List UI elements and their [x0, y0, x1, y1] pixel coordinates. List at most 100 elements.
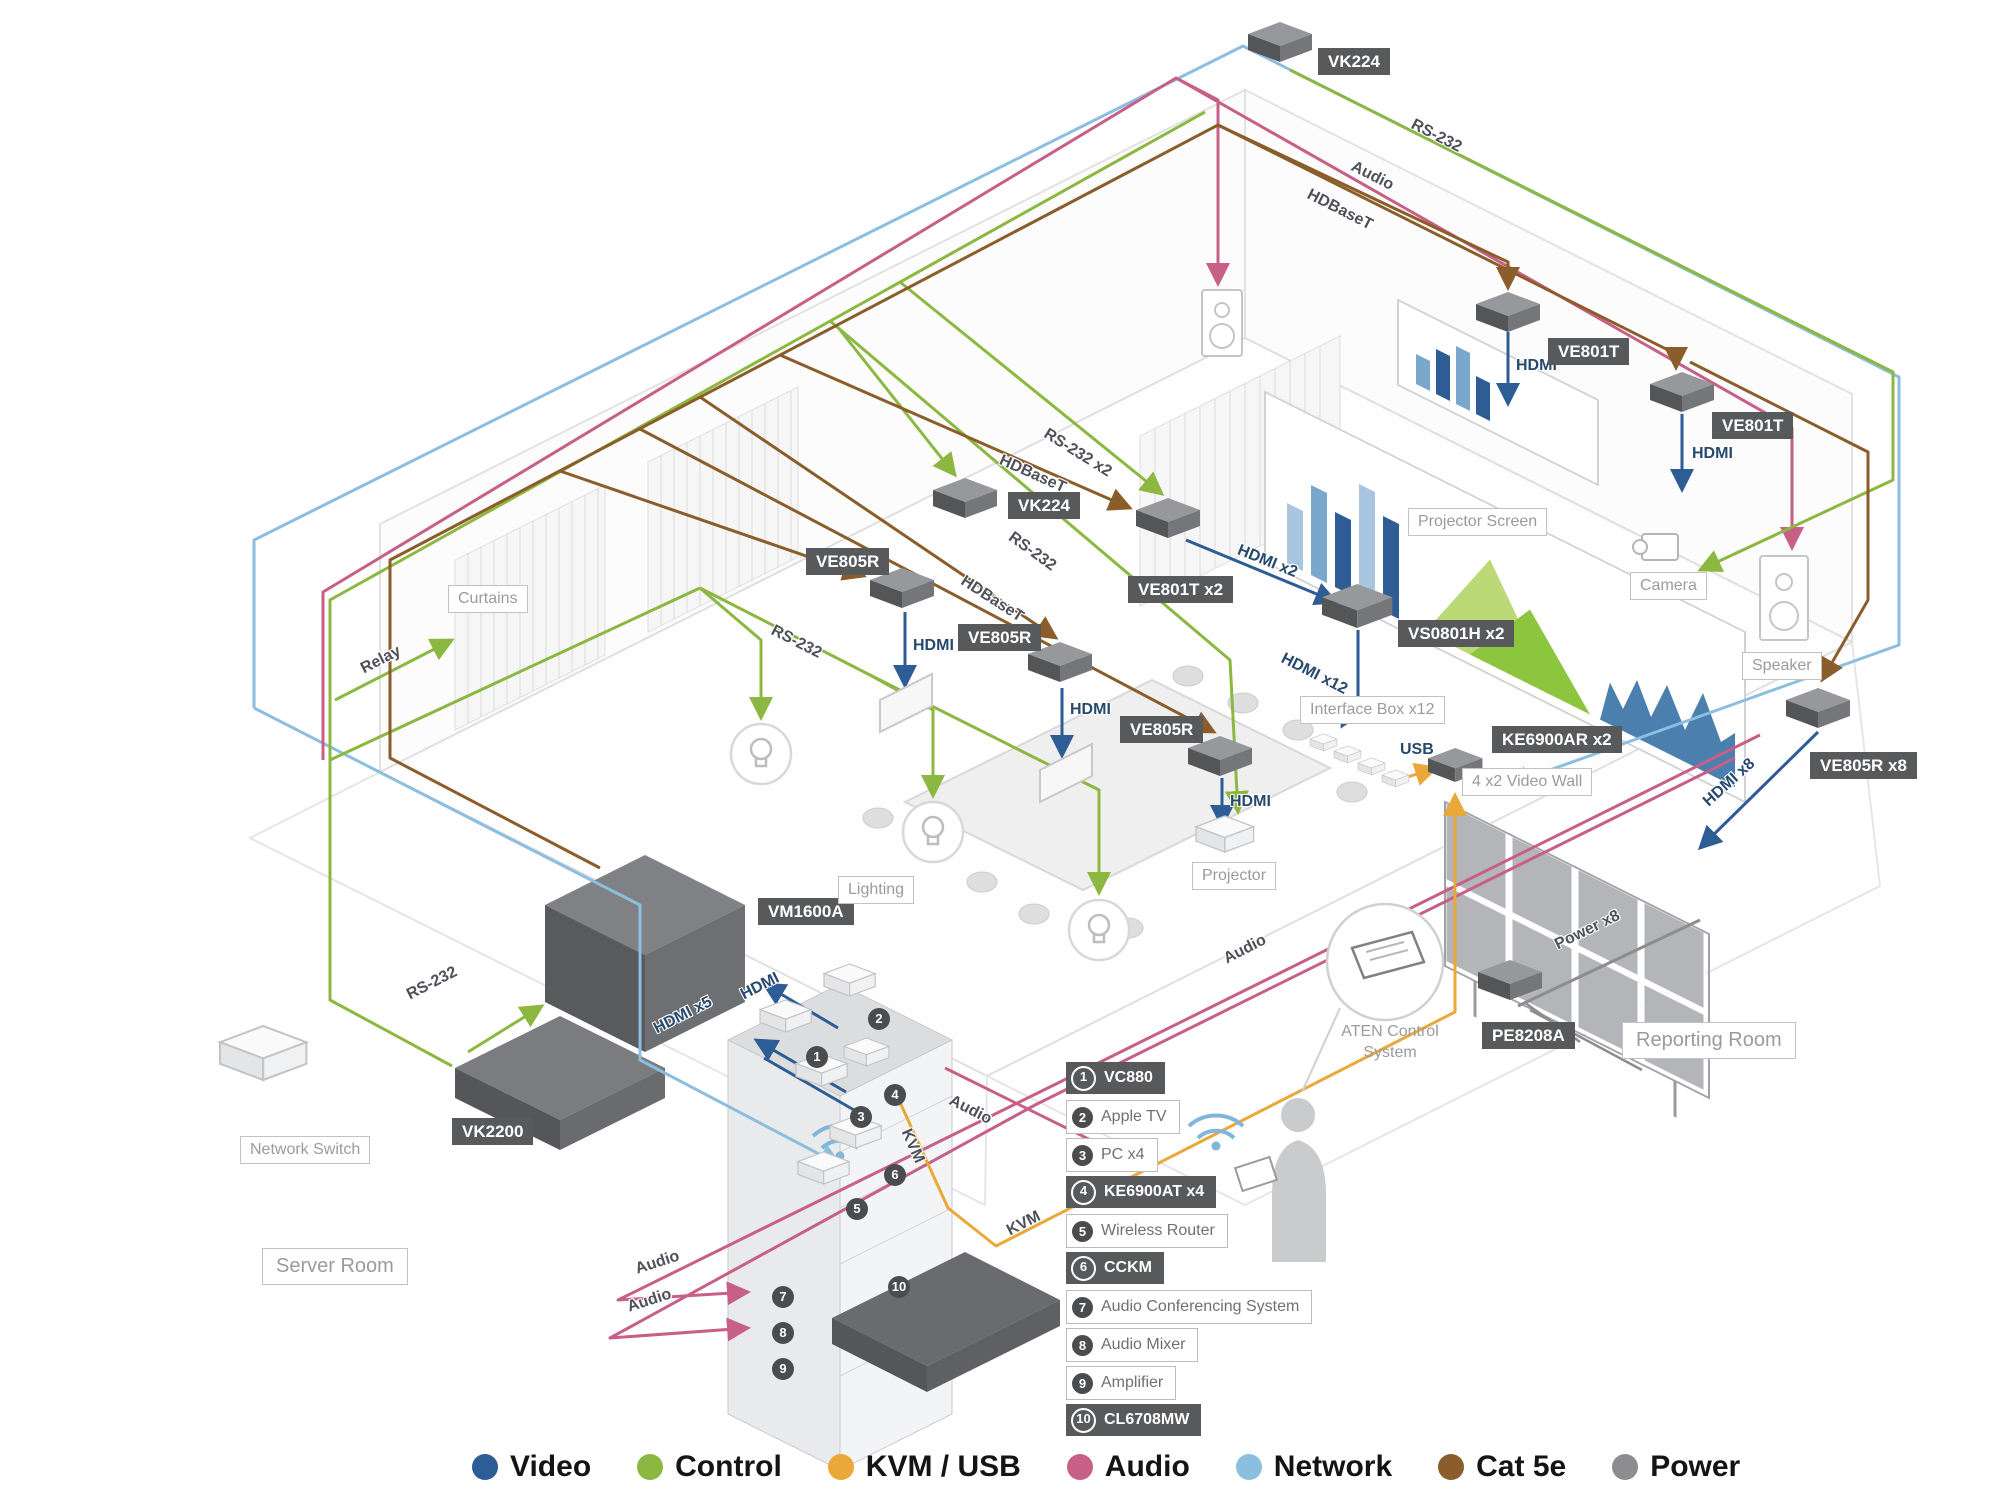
item-number: 8 — [1072, 1334, 1093, 1356]
rack-marker-10: 10 — [888, 1276, 910, 1298]
device-badge-vk224-top: VK224 — [1318, 48, 1390, 76]
room-label-aten-control-system: ATEN Control System — [1341, 1023, 1439, 1061]
room-label-camera: Camera — [1630, 572, 1707, 600]
item-label: Audio Conferencing System — [1101, 1298, 1300, 1316]
device-badge-ve805r-x8: VE805R x8 — [1810, 752, 1917, 780]
kvm-usb-color-dot — [827, 1454, 854, 1480]
legend-label: Control — [675, 1450, 782, 1483]
ve805r-x8-device — [1786, 688, 1850, 728]
item-number: 4 — [1071, 1179, 1096, 1205]
device-badge-pe8208a: PE8208A — [1482, 1022, 1575, 1050]
legend-item-video: Video — [472, 1452, 591, 1482]
item-number: 1 — [1071, 1065, 1096, 1091]
legend-item-power: Power — [1612, 1452, 1740, 1482]
display-icon-1 — [879, 672, 933, 734]
cable-label-hdmi-1: HDMI — [1516, 357, 1557, 374]
legend-label: KVM / USB — [865, 1450, 1021, 1483]
item-label: VC880 — [1104, 1069, 1153, 1087]
item-label: KE6900AT x4 — [1104, 1183, 1205, 1201]
item-number: 6 — [1071, 1255, 1096, 1281]
device-badge-ve805r-2: VE805R — [958, 624, 1042, 652]
item-label: Audio Mixer — [1101, 1336, 1186, 1354]
legend-item-kvm-usb: KVM / USB — [827, 1450, 1021, 1483]
cable-label-usb: USB — [1400, 741, 1434, 758]
device-badge-ve801t-1: VE801T — [1548, 338, 1630, 366]
item-label: PC x4 — [1101, 1146, 1145, 1164]
cable-label-hdmi-4: HDMI — [1070, 701, 1111, 718]
control-color-dot — [637, 1454, 664, 1480]
rack-marker-5: 5 — [846, 1198, 868, 1220]
device-badge-vm1600a: VM1600A — [758, 898, 854, 926]
conference-table — [862, 665, 1368, 939]
room-label-network-switch: Network Switch — [240, 1136, 371, 1164]
cable-label-hdmi-2: HDMI — [1692, 445, 1733, 462]
device-badge-ke6900ar: KE6900AR x2 — [1492, 726, 1622, 754]
cable-label-hdmi-5: HDMI — [1230, 793, 1271, 810]
device-badge-ve805r-1: VE805R — [806, 548, 890, 576]
rack-marker-3: 3 — [850, 1106, 872, 1128]
audio-color-dot — [1066, 1454, 1093, 1480]
cat5e-color-dot — [1438, 1454, 1465, 1480]
lighting-bulb-icon-3 — [1067, 898, 1131, 962]
lighting-bulb-icon-2 — [901, 800, 965, 864]
legend-label: Network — [1273, 1450, 1393, 1483]
rack-marker-1: 1 — [806, 1046, 828, 1068]
room-label-curtains: Curtains — [448, 585, 528, 613]
device-badge-vk224-mid: VK224 — [1008, 492, 1080, 520]
item-number: 9 — [1072, 1372, 1093, 1394]
device-badge-vk2200: VK2200 — [452, 1118, 534, 1146]
legend-item-control: Control — [637, 1452, 782, 1482]
rack-marker-8: 8 — [772, 1322, 794, 1344]
video-wall-icon — [1443, 799, 1710, 1118]
device-badge-ve801t-2: VE801T — [1712, 412, 1794, 440]
room-label-speaker: Speaker — [1742, 652, 1822, 680]
network-color-dot — [1235, 1454, 1262, 1480]
equipment-list-item-9: 9 Amplifier — [1066, 1366, 1177, 1400]
speaker-top-icon — [1201, 289, 1243, 357]
room-label-server-room: Server Room — [262, 1248, 408, 1285]
cl6708mw-device — [832, 1252, 1060, 1392]
legend-item-audio: Audio — [1066, 1450, 1190, 1483]
item-number: 10 — [1071, 1407, 1096, 1433]
item-label: Amplifier — [1101, 1374, 1164, 1392]
server-rack — [726, 983, 954, 1471]
display-icon-2 — [1039, 742, 1093, 804]
legend-label: Audio — [1104, 1450, 1190, 1483]
legend-item-cat5e: Cat 5e — [1438, 1452, 1566, 1482]
device-badge-ve801t-x2: VE801T x2 — [1128, 576, 1234, 604]
rack-marker-9: 9 — [772, 1358, 794, 1380]
person-icon — [1233, 1098, 1326, 1262]
room-label-reporting-room: Reporting Room — [1622, 1022, 1796, 1059]
lighting-bulb-icon-1 — [729, 722, 793, 786]
equipment-list-item-1: 1 VC880 — [1066, 1062, 1165, 1094]
vk224-top-device — [1248, 22, 1312, 62]
room-label-video-wall: 4 x2 Video Wall — [1462, 768, 1593, 796]
cable-label-hdmi-3: HDMI — [913, 637, 954, 654]
equipment-list-item-10: 10 CL6708MW — [1066, 1404, 1202, 1436]
color-legend: Video Control KVM / USB Audio Network Ca… — [472, 1452, 1740, 1482]
room-label-projector: Projector — [1192, 862, 1277, 890]
rack-marker-7: 7 — [772, 1286, 794, 1308]
item-label: CL6708MW — [1104, 1411, 1190, 1429]
legend-item-network: Network — [1235, 1450, 1393, 1483]
equipment-list-item-4: 4 KE6900AT x4 — [1066, 1176, 1217, 1208]
rack-marker-2: 2 — [868, 1008, 890, 1030]
room-label-interface-box: Interface Box x12 — [1300, 696, 1445, 724]
wifi-icon-person — [1187, 1113, 1245, 1151]
video-color-dot — [472, 1454, 498, 1480]
aten-control-circle — [1301, 902, 1445, 1093]
speaker-right-icon — [1759, 555, 1809, 641]
room-label-lighting: Lighting — [838, 876, 915, 904]
legend-label: Cat 5e — [1476, 1450, 1567, 1483]
legend-label: Video — [510, 1450, 592, 1483]
device-badge-vs0801h: VS0801H x2 — [1398, 620, 1515, 648]
item-number: 3 — [1072, 1144, 1093, 1166]
rack-marker-6: 6 — [884, 1164, 906, 1186]
legend-label: Power — [1650, 1450, 1741, 1483]
equipment-list-item-3: 3 PC x4 — [1066, 1138, 1158, 1172]
rack-marker-4: 4 — [884, 1084, 906, 1106]
